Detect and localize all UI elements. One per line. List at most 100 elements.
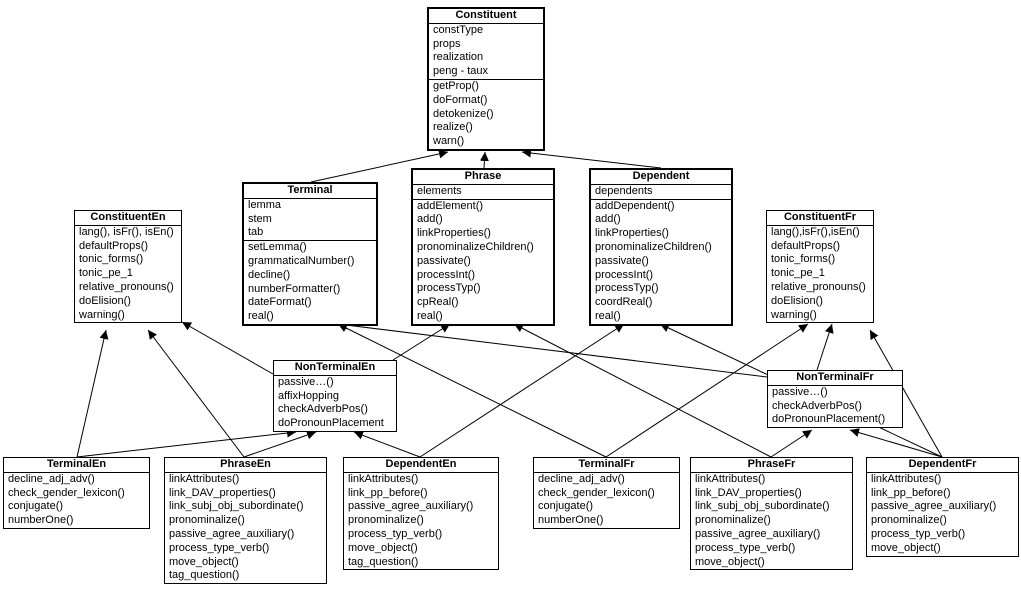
methods-section: linkAttributes()link_pp_before()passive_…	[344, 473, 498, 570]
method-item: pronominalize()	[871, 514, 947, 527]
method-item: doFormat()	[433, 93, 488, 106]
method-item: pronominalize()	[169, 514, 245, 527]
inheritance-arrow-dependent-en-to-nonterminal-en	[353, 430, 421, 458]
inheritance-arrow-phrase-to-constituent	[479, 151, 489, 169]
method-item: linkAttributes()	[348, 472, 419, 485]
inheritance-arrow-phrase-en-to-nonterminal-en	[243, 430, 317, 458]
methods-section: addElement()add()linkProperties()pronomi…	[413, 200, 553, 324]
methods-section: linkAttributes()link_DAV_properties()lin…	[691, 473, 852, 570]
method-item: process_typ_verb()	[348, 527, 443, 540]
class-name: NonTerminalEn	[274, 361, 396, 376]
methods-section: decline_adj_adv()check_gender_lexicon()c…	[534, 473, 679, 528]
method-item: process_type_verb()	[695, 541, 796, 554]
class-name: PhraseFr	[691, 458, 852, 473]
method-item: conjugate()	[538, 500, 594, 513]
attribute-item: constType	[433, 23, 484, 36]
methods-section: linkAttributes()link_pp_before()passive_…	[867, 473, 1018, 556]
method-item: addDependent()	[595, 199, 675, 212]
method-item: move_object()	[695, 555, 765, 568]
attribute-item: lemma	[248, 198, 282, 211]
inheritance-arrow-terminal-to-constituent	[310, 149, 449, 183]
inheritance-arrow-nonterminal-en-to-phrase	[392, 323, 451, 361]
inheritance-arrow-phrase-fr-to-phrase	[513, 323, 772, 458]
method-item: warn()	[433, 135, 465, 148]
class-name: PhraseEn	[165, 458, 326, 473]
class-name: DependentFr	[867, 458, 1018, 473]
methods-section: lang(),isFr(),isEn()defaultProps()tonic_…	[767, 226, 873, 323]
method-item: passive_agree_auxiliary()	[348, 500, 474, 513]
method-item: link_DAV_properties()	[695, 486, 802, 499]
method-item: addElement()	[417, 199, 484, 212]
method-item: doElision()	[79, 294, 131, 307]
method-item: coordReal()	[595, 296, 653, 309]
class-name: ConstituentEn	[75, 211, 181, 226]
method-item: lang(),isFr(),isEn()	[771, 225, 860, 238]
method-item: lang(), isFr(), isEn()	[79, 225, 174, 238]
method-item: link_DAV_properties()	[169, 486, 276, 499]
method-item: passive_agree_auxiliary()	[871, 500, 997, 513]
method-item: add()	[417, 213, 443, 226]
attribute-item: stem	[248, 212, 272, 225]
method-item: linkProperties()	[595, 227, 669, 240]
methods-section: passive…()checkAdverbPos()doPronounPlace…	[768, 386, 902, 427]
method-item: checkAdverbPos()	[772, 399, 862, 412]
method-item: process_typ_verb()	[871, 527, 966, 540]
inheritance-arrow-nonterminal-fr-to-constituent-fr	[816, 323, 834, 371]
method-item: link_subj_obj_subordinate()	[169, 500, 304, 513]
method-item: tonic_forms()	[79, 253, 144, 266]
inheritance-arrow-phrase-en-to-constituent-en	[147, 329, 245, 458]
methods-section: getProp()doFormat()detokenize()realize()…	[429, 80, 543, 149]
method-item: warning()	[771, 308, 817, 321]
method-item: pronominalize()	[348, 514, 424, 527]
method-item: tag_question()	[169, 569, 240, 582]
method-item: processTyp()	[595, 282, 659, 295]
method-item: grammaticalNumber()	[248, 254, 355, 267]
method-item: passivate()	[417, 254, 471, 267]
method-item: processTyp()	[417, 282, 481, 295]
inheritance-arrow-terminal-en-to-constituent-en	[76, 329, 109, 458]
method-item: process_type_verb()	[169, 541, 270, 554]
method-item: tonic_pe_1	[771, 267, 825, 280]
method-item: real()	[248, 310, 274, 323]
method-item: processInt()	[595, 268, 654, 281]
method-item: passivate()	[595, 254, 649, 267]
method-item: passive_agree_auxiliary()	[695, 527, 821, 540]
inheritance-arrow-nonterminal-en-to-constituent-en	[181, 321, 274, 375]
method-item: passive…()	[772, 385, 828, 398]
class-name: Terminal	[244, 184, 376, 199]
method-item: tonic_forms()	[771, 253, 836, 266]
methods-section: decline_adj_adv()check_gender_lexicon()c…	[4, 473, 149, 528]
class-name: Constituent	[429, 9, 543, 24]
method-item: linkAttributes()	[871, 472, 942, 485]
class-name: NonTerminalFr	[768, 371, 902, 386]
method-item: affixHopping	[278, 389, 339, 402]
method-item: realize()	[433, 121, 473, 134]
method-item: linkProperties()	[417, 227, 491, 240]
inheritance-arrow-terminal-fr-to-constituent-fr	[605, 323, 809, 458]
method-item: numberFormatter()	[248, 282, 341, 295]
method-item: real()	[417, 309, 443, 322]
method-item: move_object()	[169, 555, 239, 568]
method-item: pronominalizeChildren()	[417, 240, 534, 253]
method-item: linkAttributes()	[695, 472, 766, 485]
method-item: cpReal()	[417, 296, 459, 309]
attributes-section: dependents	[591, 185, 731, 200]
class-name: TerminalFr	[534, 458, 679, 473]
method-item: processInt()	[417, 268, 476, 281]
method-item: add()	[595, 213, 621, 226]
method-item: decline_adj_adv()	[8, 472, 95, 485]
method-item: real()	[595, 309, 621, 322]
method-item: conjugate()	[8, 500, 64, 513]
method-item: check_gender_lexicon()	[538, 486, 655, 499]
methods-section: lang(), isFr(), isEn()defaultProps()toni…	[75, 226, 181, 323]
method-item: defaultProps()	[79, 239, 149, 252]
